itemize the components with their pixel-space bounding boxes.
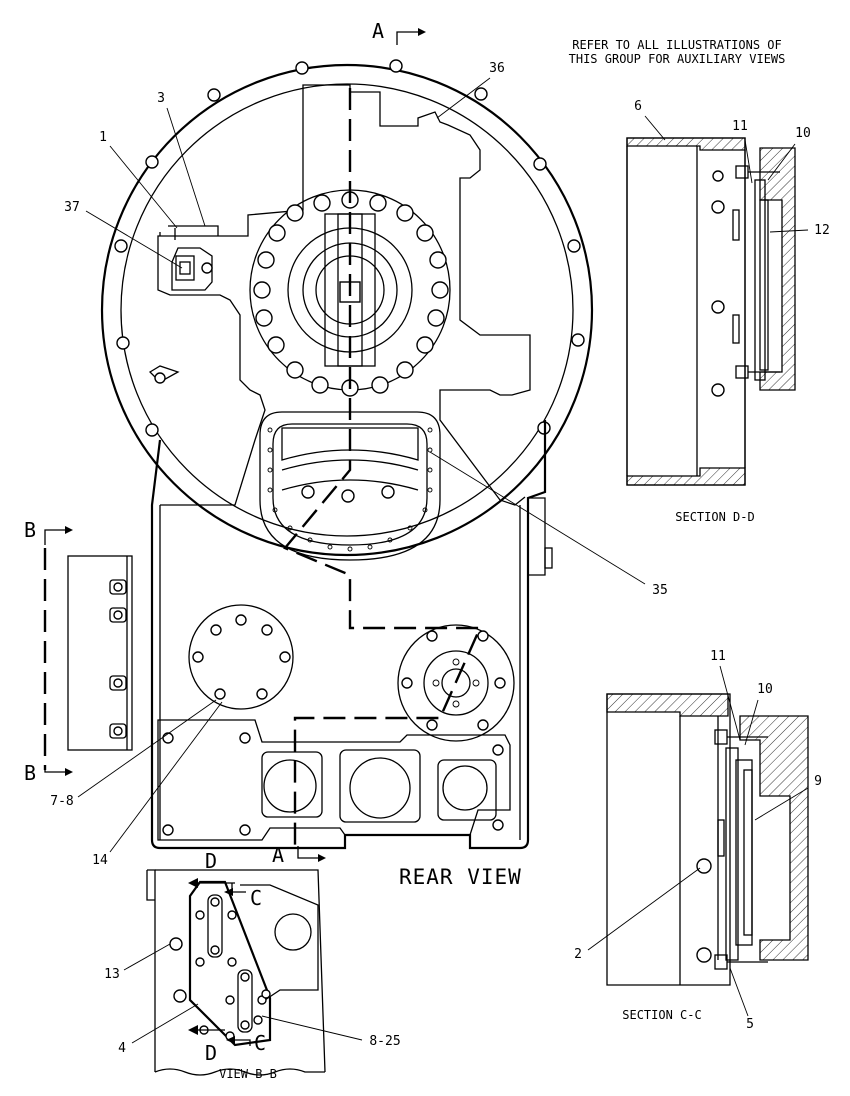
callout-6: 6 — [634, 99, 642, 114]
callout-1: 1 — [99, 130, 107, 145]
pump-mount-holes — [253, 191, 449, 397]
cover-14 — [188, 604, 294, 710]
marker-c-bottom: C — [254, 1031, 266, 1055]
callout-3: 3 — [157, 91, 165, 106]
marker-c-top: C — [250, 886, 262, 910]
section-d-d-title: SECTION D-D — [675, 510, 754, 524]
view-b-b-title: VIEW B-B — [219, 1067, 277, 1081]
note-line-2: THIS GROUP FOR AUXILIARY VIEWS — [569, 52, 786, 66]
side-cooler: B B — [24, 518, 133, 785]
callout-11-cc: 11 — [710, 649, 726, 664]
bracket-37 — [171, 247, 213, 291]
callout-36: 36 — [489, 61, 505, 76]
pto-flange — [397, 624, 515, 742]
marker-d-top: D — [205, 849, 217, 873]
callout-5: 5 — [746, 1017, 754, 1032]
section-line-a — [283, 88, 482, 850]
callout-10-cc: 10 — [757, 682, 773, 697]
callout-11-dd: 11 — [732, 119, 748, 134]
rear-view-callouts: 1 3 37 36 35 7-8 14 — [50, 61, 668, 868]
callout-8-25: 8-25 — [369, 1034, 400, 1049]
marker-b-bottom: B — [24, 761, 36, 785]
callout-9: 9 — [814, 774, 822, 789]
marker-a-bottom: A — [272, 843, 284, 867]
callout-7-8: 7-8 — [50, 794, 73, 809]
callout-10-dd: 10 — [795, 126, 811, 141]
callout-35: 35 — [652, 583, 668, 598]
flange-bolts — [114, 59, 585, 437]
section-c-c — [606, 693, 809, 986]
section-c-c-title: SECTION C-C — [622, 1008, 701, 1022]
callout-4: 4 — [118, 1041, 126, 1056]
marker-a-top: A — [372, 19, 384, 43]
callout-13: 13 — [104, 967, 120, 982]
callout-37: 37 — [64, 200, 80, 215]
bottom-plate — [157, 719, 511, 841]
rear-view-title: REAR VIEW — [399, 865, 522, 889]
note-line-1: REFER TO ALL ILLUSTRATIONS OF — [572, 38, 782, 52]
rear-view-housing — [100, 59, 594, 850]
marker-b-top: B — [24, 518, 36, 542]
marker-d-bottom: D — [205, 1041, 217, 1065]
callout-14: 14 — [92, 853, 108, 868]
callout-12: 12 — [814, 223, 830, 238]
section-d-d — [626, 137, 796, 486]
view-b-b: D C D C — [146, 849, 326, 1076]
callout-2: 2 — [574, 947, 582, 962]
